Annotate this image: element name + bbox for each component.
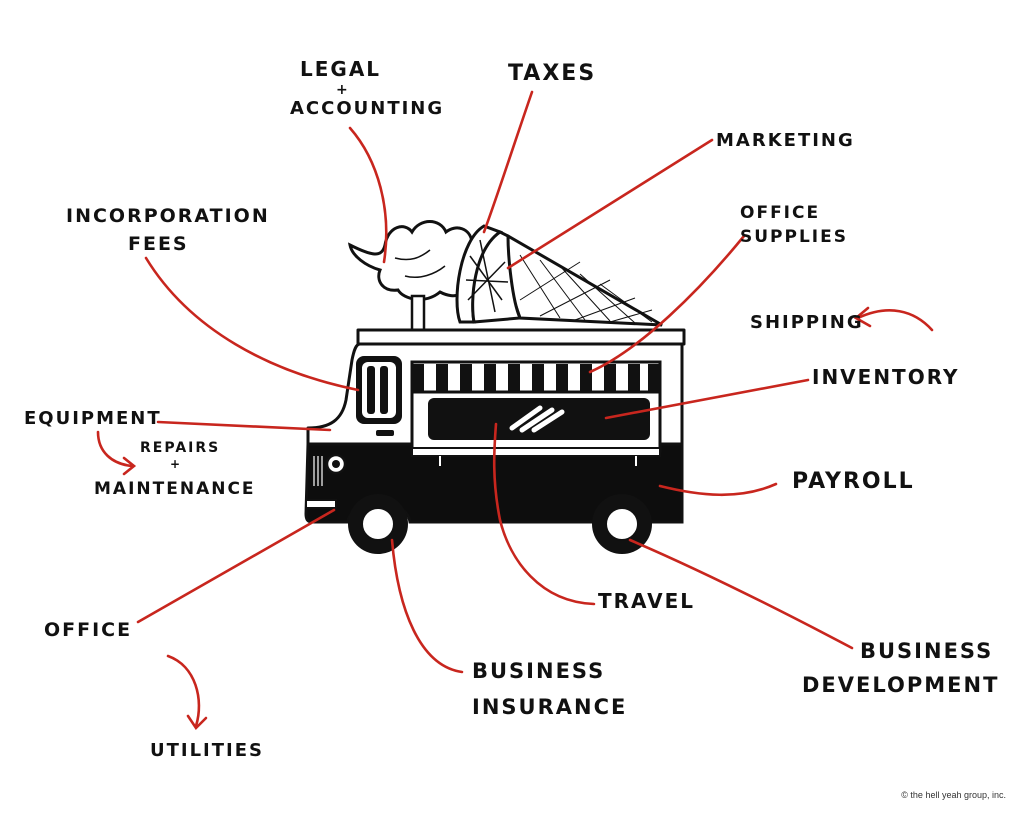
leader-travel [492, 422, 596, 606]
label-incorporation: INCORPORATION [66, 205, 270, 227]
leader-office [136, 508, 336, 624]
leader-marketing [506, 138, 714, 270]
label-business-insurance-1: BUSINESS [472, 659, 605, 683]
label-inventory: INVENTORY [812, 365, 960, 389]
label-business-development-1: BUSINESS [860, 639, 993, 663]
label-office-supplies-2: SUPPLIES [740, 227, 848, 247]
label-taxes: TAXES [508, 61, 596, 86]
label-utilities: UTILITIES [150, 740, 264, 761]
expense-labels: LEGAL + ACCOUNTING TAXES MARKETING OFFIC… [24, 57, 999, 761]
food-truck-illustration [304, 220, 686, 554]
leader-lines [96, 90, 934, 731]
label-maintenance: MAINTENANCE [94, 479, 256, 499]
leader-shipping-arrowhead [853, 306, 872, 328]
leader-inventory [604, 378, 810, 420]
leader-repairs-arrow [96, 430, 134, 468]
leader-utilities-arrowhead [186, 714, 208, 731]
awning-stripes [410, 360, 662, 394]
label-repairs: REPAIRS [140, 440, 220, 456]
ice-cream-cone-icon [347, 220, 663, 332]
front-wheel [348, 494, 408, 554]
leader-business-insurance [390, 538, 464, 674]
leader-equipment [156, 420, 332, 432]
leader-office-supplies [588, 234, 746, 374]
leader-taxes [482, 90, 534, 234]
leader-shipping-arrow [856, 309, 934, 332]
label-repairs-plus: + [170, 457, 182, 471]
label-office-supplies-1: OFFICE [740, 203, 820, 223]
rear-wheel [592, 494, 652, 554]
leader-repairs-arrowhead [122, 456, 137, 476]
copyright-credit: © the hell yeah group, inc. [901, 790, 1006, 800]
label-equipment: EQUIPMENT [24, 408, 162, 429]
leader-incorporation-fees [144, 256, 360, 392]
truck-roof [356, 328, 686, 346]
label-travel: TRAVEL [598, 589, 695, 613]
label-office: OFFICE [44, 619, 132, 641]
label-fees: FEES [128, 233, 189, 255]
label-business-insurance-2: INSURANCE [472, 695, 627, 719]
label-shipping: SHIPPING [750, 312, 864, 333]
label-payroll: PAYROLL [792, 469, 915, 494]
label-accounting: ACCOUNTING [290, 98, 444, 119]
label-legal-plus: + [336, 82, 350, 98]
leader-utilities-arrow [166, 654, 201, 728]
label-legal: LEGAL [300, 57, 381, 81]
leader-business-development [628, 538, 854, 650]
label-business-development-2: DEVELOPMENT [802, 673, 999, 697]
leader-legal-accounting [348, 126, 388, 264]
label-marketing: MARKETING [716, 130, 855, 151]
leader-payroll [658, 482, 778, 497]
